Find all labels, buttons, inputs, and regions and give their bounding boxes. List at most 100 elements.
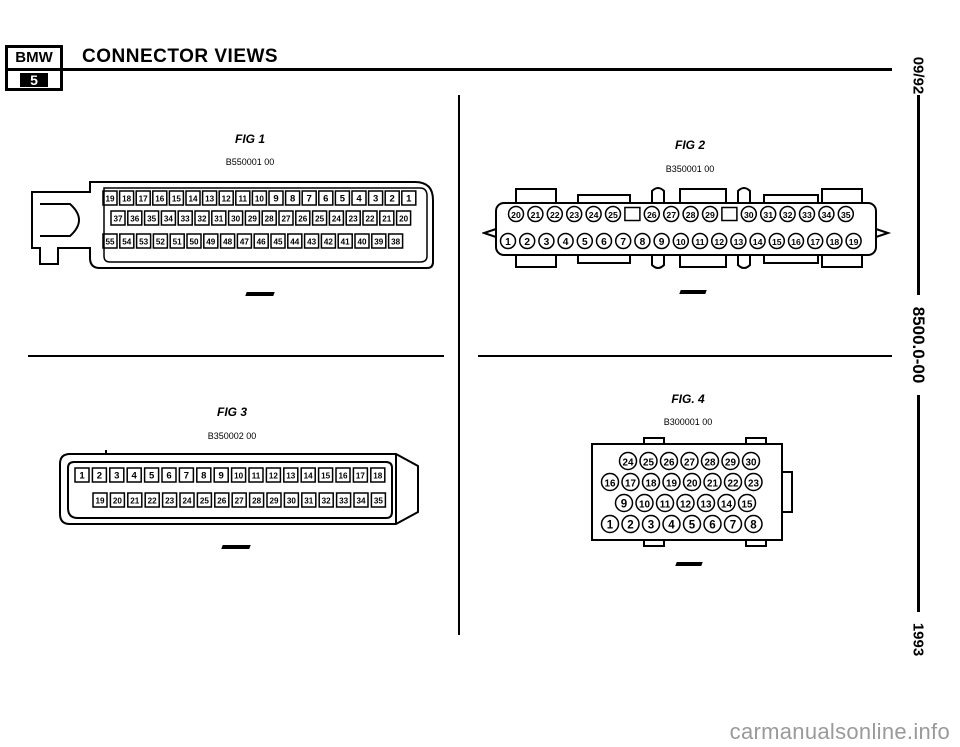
fig3-pin-outline [109, 492, 126, 508]
fig2-pin-outline [691, 232, 709, 250]
fig3-label: FIG 3 [216, 405, 247, 419]
fig3-pin-number: 11 [252, 472, 261, 481]
fig2-pin-outline [806, 232, 824, 250]
fig1-pin-number: 50 [189, 238, 199, 247]
fig3-pin-outline [266, 492, 282, 508]
fig4-pin-number: 17 [625, 478, 636, 489]
fig4-pin-outline [659, 451, 679, 471]
fig2-pin-outline [576, 232, 594, 250]
vertical-divider [458, 95, 460, 635]
fig1-pin-outline [152, 233, 169, 249]
fig3-pin-outline [178, 467, 195, 483]
bmw-5-series-logo: BMW 5 [5, 45, 63, 91]
fig4-pin-outline [744, 514, 763, 534]
fig4-pin-outline [600, 514, 620, 534]
fig2-pin-number: 30 [744, 210, 754, 220]
fig2-pin-outline [845, 232, 862, 250]
fig1-key-mark [245, 292, 275, 296]
fig4-pin-number: 25 [643, 457, 654, 468]
fig3-pin-number: 23 [165, 497, 175, 506]
fig2-pin-outline [527, 205, 544, 223]
fig1-pin-number: 48 [223, 238, 233, 247]
fig4-key-mark [675, 562, 703, 566]
fig1-pin-number: 32 [197, 215, 207, 224]
fig3-pin-number: 15 [321, 472, 331, 481]
fig2-pin-outline [826, 232, 843, 250]
fig4-pin-outline [741, 451, 761, 471]
fig3-pin-number: 24 [182, 497, 192, 506]
fig1-pin-outline [169, 233, 185, 249]
fig1-pin-outline [168, 190, 185, 206]
fig4-pin-number: 13 [701, 499, 712, 510]
fig4-pin-outline [703, 472, 722, 492]
fig3-pin-number: 17 [356, 472, 366, 481]
fig2-pin-outline [604, 205, 622, 223]
fig3-pin-number: 4 [132, 471, 138, 482]
fig3-pin-number: 16 [338, 472, 348, 481]
fig1-pin-number: 20 [399, 215, 409, 224]
fig3-pin-outline [161, 492, 178, 508]
fig4-pin-number: 24 [623, 457, 634, 468]
fig4-pin-outline [662, 514, 681, 534]
fig2-pin-outline [701, 205, 719, 223]
fig4-pin-outline [723, 472, 743, 492]
fig4-pin-number: 20 [687, 478, 698, 489]
fig3-pin-outline [335, 467, 351, 483]
fig3-pin-number: 21 [130, 497, 140, 506]
fig2-pin-number: 22 [550, 210, 560, 220]
fig3-pin-outline [144, 492, 160, 508]
fig1-pin-outline [203, 233, 219, 249]
fig1-pin-outline [118, 190, 135, 206]
fig3-pin-number: 1 [79, 471, 85, 482]
fig3-pin-number: 19 [95, 497, 105, 506]
fig2-pin-outline [634, 232, 651, 250]
fig2-pin-outline [585, 205, 602, 223]
fig1-pin-outline [270, 233, 286, 249]
fig1-pin-outline [227, 210, 244, 226]
fig3-pin-number: 22 [148, 497, 158, 506]
fig4-pin-outline [618, 451, 638, 471]
fig2-pin-outline [768, 232, 786, 250]
fig4-pin-outline [700, 451, 720, 471]
fig1-pin-number: 43 [307, 238, 317, 247]
fig4-pin-outline [635, 493, 654, 513]
fig1-pin-number: 12 [222, 195, 232, 204]
fig1-pin-outline [379, 210, 395, 226]
fig4-pin-number: 16 [605, 478, 616, 489]
fig1-pin-outline [236, 233, 253, 249]
fig2-pin-number: 4 [563, 237, 569, 248]
side-doc-number: 8500.0-00 [909, 306, 928, 384]
fig1-pin-outline [102, 190, 118, 206]
fig4-pin-number: 15 [742, 499, 753, 510]
fig4-pin-outline [737, 493, 757, 513]
fig2-pin-number: 9 [659, 237, 665, 248]
logo-text: BMW [8, 48, 60, 71]
fig2-pin-outline [595, 232, 613, 250]
fig4-pin-outline [717, 493, 736, 513]
fig1-pin-number: 42 [324, 238, 334, 247]
fig1-pin-number: 19 [105, 195, 115, 204]
fig1-pin-outline [186, 233, 202, 249]
fig1-pin-outline [320, 233, 337, 249]
fig2-pin-number: 13 [734, 237, 744, 247]
fig1-pin-number: 1 [406, 194, 412, 205]
fig4-pin-number: 29 [725, 457, 736, 468]
fig1-pin-outline [102, 233, 118, 249]
fig4-pin-outline [639, 451, 658, 471]
fig4-pin-outline [723, 514, 743, 534]
fig3-pin-outline [126, 467, 142, 483]
fig4-pin-number: 5 [689, 519, 696, 531]
fig2-pin-number: 14 [753, 237, 763, 247]
fig1-pin-number: 18 [122, 195, 132, 204]
fig1-pin-outline [318, 190, 334, 206]
fig3-pin-number: 28 [252, 497, 262, 506]
fig1-pin-number: 34 [164, 215, 174, 224]
side-year: 1993 [909, 622, 927, 657]
fig1-pin-outline [119, 233, 135, 249]
horizontal-divider-left [28, 355, 444, 357]
fig3-pin-outline [92, 492, 108, 508]
fig2-label: FIG 2 [674, 138, 705, 152]
fig4-pin-number: 30 [746, 457, 757, 468]
fig3-pin-outline [230, 467, 247, 483]
